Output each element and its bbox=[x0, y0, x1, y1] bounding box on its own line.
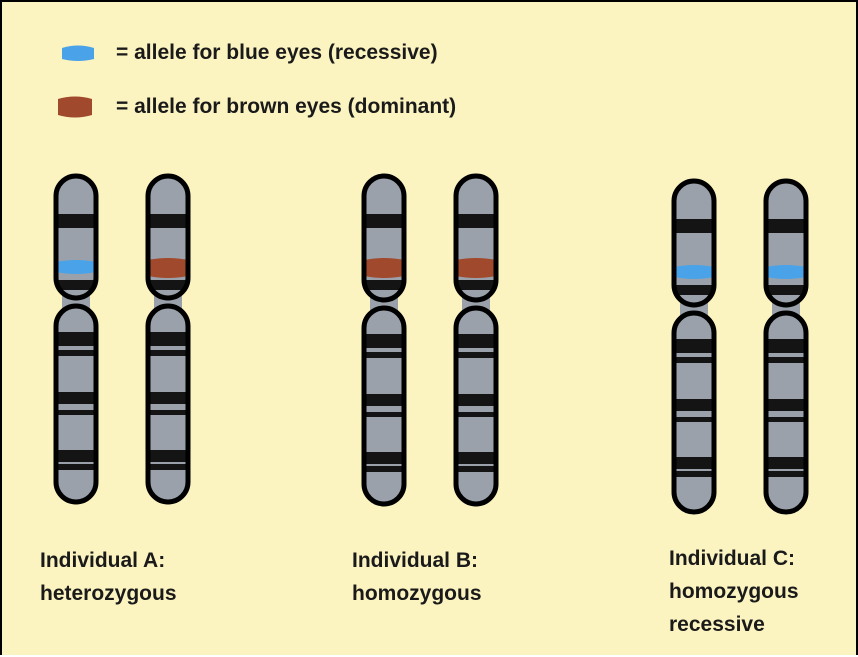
chromosome-band bbox=[766, 339, 806, 353]
chromosome-band bbox=[674, 219, 714, 233]
chromosome-band bbox=[766, 457, 806, 469]
chromosome-band bbox=[456, 412, 496, 417]
caption-a-genotype: heterozygous bbox=[40, 577, 177, 610]
chromosome-band bbox=[766, 219, 806, 233]
chromosome-band bbox=[766, 357, 806, 363]
chromosome-band bbox=[674, 417, 714, 422]
chromosome-band bbox=[364, 214, 404, 228]
chromosome-band bbox=[674, 457, 714, 469]
caption-individual-c: Individual C: homozygous recessive bbox=[669, 542, 799, 641]
chromosome-band bbox=[456, 452, 496, 464]
caption-individual-a: Individual A: heterozygous bbox=[40, 544, 177, 610]
brown-allele-marker bbox=[148, 258, 188, 278]
brown-allele-marker bbox=[456, 258, 496, 278]
chromosome-band bbox=[148, 332, 188, 346]
chromosome-p-arm bbox=[56, 176, 96, 298]
caption-b-genotype: homozygous bbox=[352, 577, 482, 610]
chromosome-band bbox=[56, 450, 96, 462]
chromosome-band bbox=[148, 392, 188, 404]
chromosome-band bbox=[766, 471, 806, 477]
chromosome-band bbox=[364, 352, 404, 358]
chromosome-band bbox=[148, 214, 188, 228]
chromosome-band bbox=[674, 339, 714, 353]
caption-individual-b: Individual B: homozygous bbox=[352, 544, 482, 610]
chromosome-band bbox=[456, 214, 496, 228]
chromosome-band bbox=[56, 392, 96, 404]
chromosome-band bbox=[56, 464, 96, 470]
chromosome-band bbox=[148, 280, 188, 290]
chromosome-band bbox=[364, 394, 404, 406]
chromosome bbox=[56, 176, 96, 502]
chromosome-band bbox=[148, 464, 188, 470]
caption-c-title: Individual C: bbox=[669, 542, 799, 575]
chromosome-band bbox=[148, 410, 188, 415]
chromosome-band bbox=[364, 334, 404, 348]
caption-b-title: Individual B: bbox=[352, 544, 482, 577]
chromosome bbox=[456, 176, 496, 504]
chromosome-band bbox=[56, 332, 96, 346]
chromosome-band bbox=[148, 350, 188, 356]
blue-allele-marker bbox=[56, 260, 96, 274]
chromosome bbox=[364, 176, 404, 504]
chromosome-band bbox=[674, 399, 714, 411]
blue-allele-marker bbox=[674, 265, 714, 279]
chromosome-band bbox=[456, 352, 496, 358]
chromosome-band bbox=[56, 410, 96, 415]
chromosome-band bbox=[364, 280, 404, 290]
chromosome-band bbox=[766, 417, 806, 422]
chromosome-band bbox=[674, 357, 714, 363]
chromosome-band bbox=[456, 394, 496, 406]
chromosome-band bbox=[364, 466, 404, 472]
chromosome-band bbox=[56, 214, 96, 228]
chromosome-band bbox=[56, 280, 96, 290]
chromosome-band bbox=[674, 471, 714, 477]
chromosome-band bbox=[766, 285, 806, 295]
chromosome-band bbox=[456, 334, 496, 348]
chromosome-pair-b bbox=[364, 176, 496, 504]
caption-c-genotype-2: recessive bbox=[669, 608, 799, 641]
chromosome-p-arm bbox=[148, 176, 188, 298]
chromosome bbox=[766, 181, 806, 512]
chromosome-band bbox=[766, 399, 806, 411]
caption-a-title: Individual A: bbox=[40, 544, 177, 577]
chromosome-pair-c bbox=[674, 181, 806, 512]
chromosome-band bbox=[456, 466, 496, 472]
chromosome-pair-a bbox=[56, 176, 188, 502]
chromosome bbox=[674, 181, 714, 512]
chromosome-band bbox=[148, 450, 188, 462]
chromosome-band bbox=[364, 412, 404, 417]
chromosome-band bbox=[456, 280, 496, 290]
chromosome-band bbox=[674, 285, 714, 295]
chromosome-band bbox=[364, 452, 404, 464]
blue-allele-marker bbox=[766, 265, 806, 279]
chromosome bbox=[148, 176, 188, 502]
brown-allele-marker bbox=[364, 258, 404, 278]
caption-c-genotype: homozygous bbox=[669, 575, 799, 608]
chromosome-band bbox=[56, 350, 96, 356]
